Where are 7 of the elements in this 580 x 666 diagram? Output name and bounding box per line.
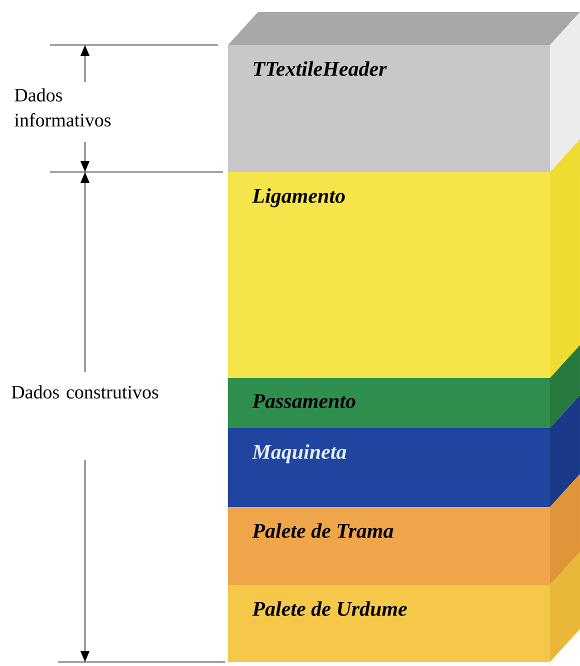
dimension-label: Dados construtivos bbox=[12, 385, 158, 399]
layer-block: Palete de Urdume bbox=[228, 552, 580, 662]
layer-block: Palete de Trama bbox=[228, 474, 580, 585]
layer-block: Ligamento bbox=[228, 139, 580, 378]
layer-block: TTextileHeader bbox=[228, 12, 580, 172]
layer-block: Passamento bbox=[228, 345, 580, 428]
dimension-label: Dados informativos bbox=[14, 88, 111, 127]
